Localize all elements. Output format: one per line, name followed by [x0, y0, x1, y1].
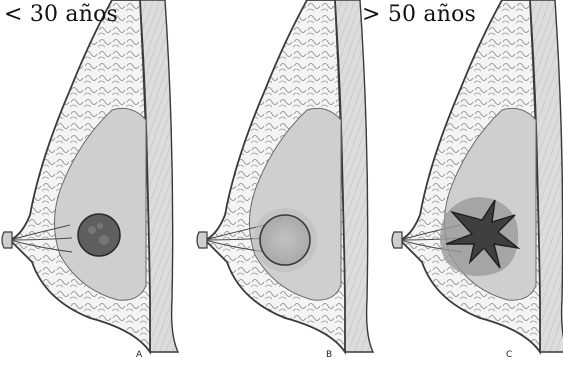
age-label-over-50: > 50 años	[362, 2, 476, 27]
panel-b-breast	[197, 0, 373, 352]
panel-label-a: A	[136, 350, 142, 360]
panel-label-c: C	[506, 350, 512, 360]
panel-a-lesion	[78, 214, 120, 256]
panel-b-lesion	[260, 215, 310, 265]
panel-label-b: B	[326, 350, 332, 360]
panel-a-breast	[2, 0, 178, 352]
panel-c-breast	[392, 0, 563, 352]
age-label-under-30: < 30 años	[4, 2, 118, 27]
